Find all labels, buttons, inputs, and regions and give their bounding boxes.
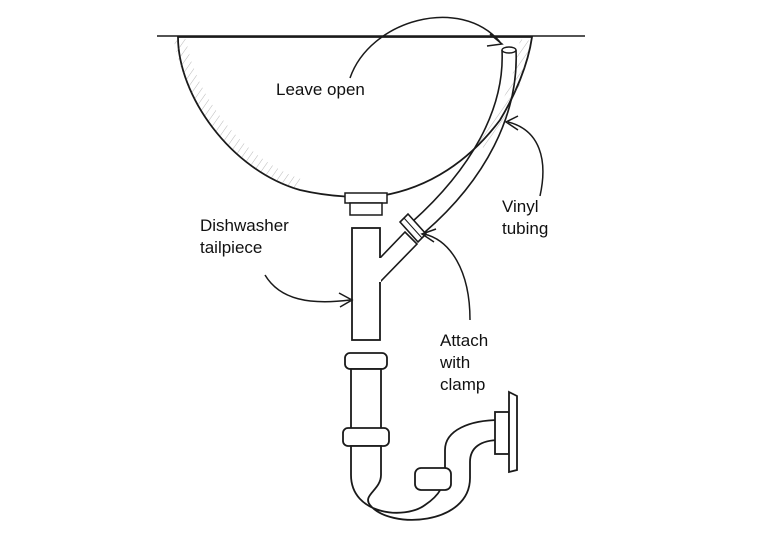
arrowhead-tailpiece bbox=[338, 292, 354, 308]
label-attach-with-clamp-line-1: Attach bbox=[440, 331, 489, 350]
arrowhead-leave-open bbox=[486, 33, 504, 47]
label-vinyl-tubing-line-2: tubing bbox=[502, 219, 549, 238]
p-trap bbox=[342, 352, 518, 521]
label-vinyl-tubing: Vinyl tubing bbox=[502, 196, 548, 240]
label-vinyl-tubing-line-1: Vinyl bbox=[502, 197, 539, 216]
arrowhead-clamp bbox=[420, 228, 437, 243]
dishwasher-tailpiece bbox=[351, 227, 419, 341]
arrow-clamp bbox=[423, 233, 471, 321]
label-dishwasher-tailpiece-line-1: Dishwasher bbox=[200, 216, 289, 235]
annotation-arrows bbox=[264, 16, 544, 321]
label-leave-open: Leave open bbox=[276, 80, 365, 99]
label-dishwasher-tailpiece: Dishwasher tailpiece bbox=[200, 215, 289, 259]
arrow-vinyl-tubing bbox=[507, 121, 544, 197]
arrow-tailpiece bbox=[264, 274, 351, 303]
vinyl-tubing bbox=[411, 46, 517, 233]
label-dishwasher-tailpiece-line-2: tailpiece bbox=[200, 238, 263, 257]
label-attach-with-clamp: Attach with clamp bbox=[440, 330, 488, 396]
label-attach-with-clamp-line-3: clamp bbox=[440, 375, 486, 394]
sink-bowl bbox=[174, 36, 534, 216]
label-attach-with-clamp-line-2: with bbox=[440, 353, 471, 372]
arrowhead-vinyl-tubing bbox=[504, 115, 519, 131]
arrow-leave-open bbox=[349, 16, 501, 79]
